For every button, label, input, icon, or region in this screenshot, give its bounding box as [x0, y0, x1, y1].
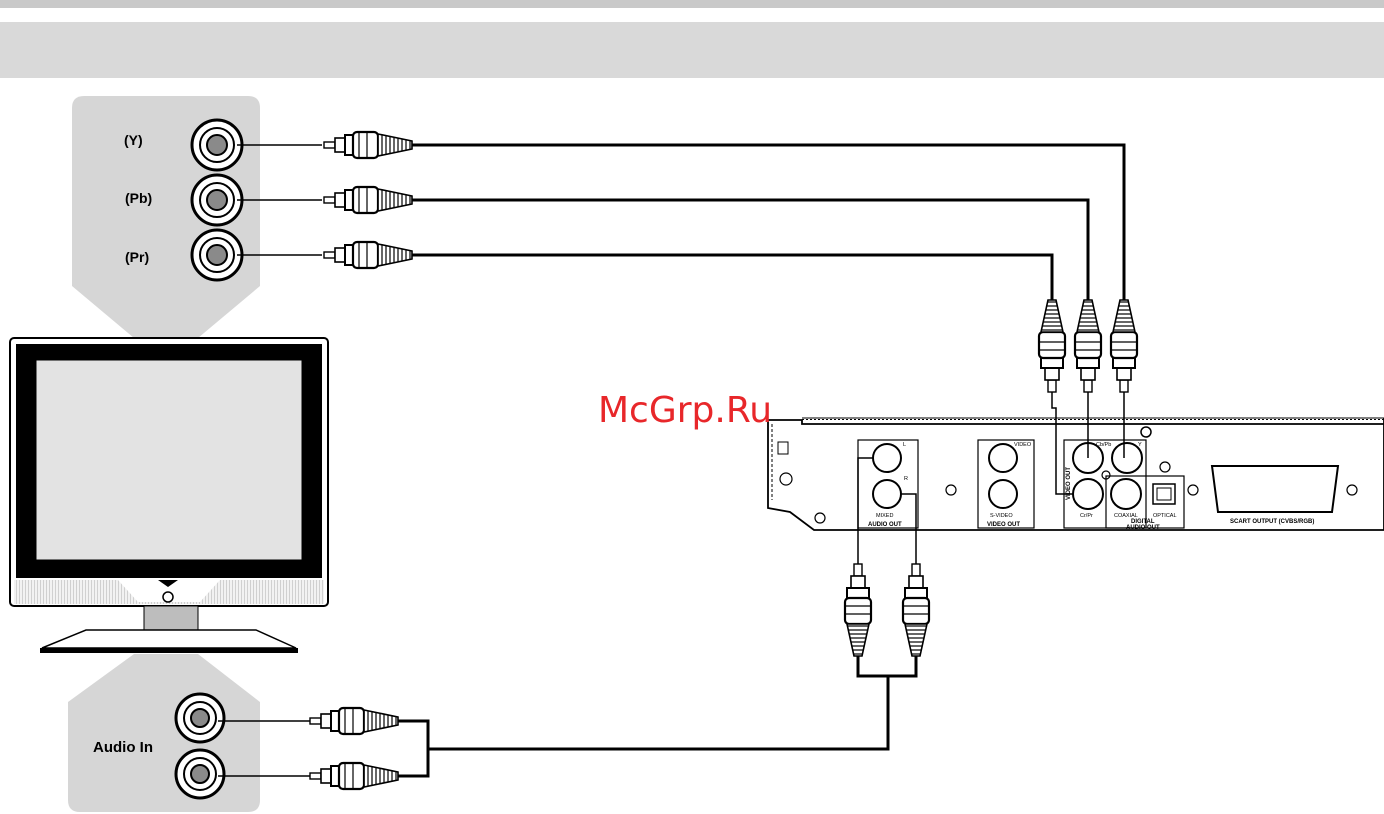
scart-label: SCART OUTPUT (CVBS/RGB) [1230, 519, 1314, 525]
component-y-label: Y [1138, 442, 1142, 448]
tv-jack-pr[interactable] [192, 230, 242, 280]
plug-audio-l-tv [310, 708, 398, 734]
component-cables [237, 145, 1124, 302]
plug-audio-r-tv [310, 763, 398, 789]
watermark: McGrp.Ru [598, 390, 772, 431]
label-audio-in: Audio In [93, 739, 153, 756]
audio-mixed-label: MIXED [876, 513, 893, 519]
video-label: VIDEO [1014, 442, 1032, 448]
audio-out-label: AUDIO OUT [868, 522, 902, 528]
plug-audio-l-player [845, 564, 871, 656]
component-vertical-label: VIDEO OUT [1066, 467, 1072, 500]
video-out-label: VIDEO OUT [987, 522, 1020, 528]
plug-y-tv [324, 132, 412, 158]
tv-audio-panel [68, 654, 260, 812]
plug-pb-player [1075, 300, 1101, 392]
plug-pr-player [1039, 300, 1065, 392]
component-pr-label: Cr/Pr [1080, 513, 1093, 519]
tv-jack-pb[interactable] [192, 175, 242, 225]
label-pr: (Pr) [125, 249, 149, 265]
label-pb: (Pb) [125, 190, 152, 206]
plug-pr-tv [324, 242, 412, 268]
tv-set [10, 338, 328, 653]
tv-jack-audio-r[interactable] [176, 750, 224, 798]
audio-r-label: R [904, 476, 908, 482]
audio-l-label: L [903, 442, 906, 448]
component-top-label: Cb/Pb [1096, 442, 1111, 448]
optical-label: OPTICAL [1153, 513, 1177, 519]
digital-audio-out-label: AUDIO OUT [1126, 525, 1160, 531]
plug-y-player [1111, 300, 1137, 392]
plug-audio-r-player [903, 564, 929, 656]
dvd-player-panel [768, 418, 1384, 530]
tv-jack-audio-l[interactable] [176, 694, 224, 742]
label-y: (Y) [124, 132, 143, 148]
tv-jack-y[interactable] [192, 120, 242, 170]
svideo-label: S-VIDEO [990, 513, 1013, 519]
plug-pb-tv [324, 187, 412, 213]
